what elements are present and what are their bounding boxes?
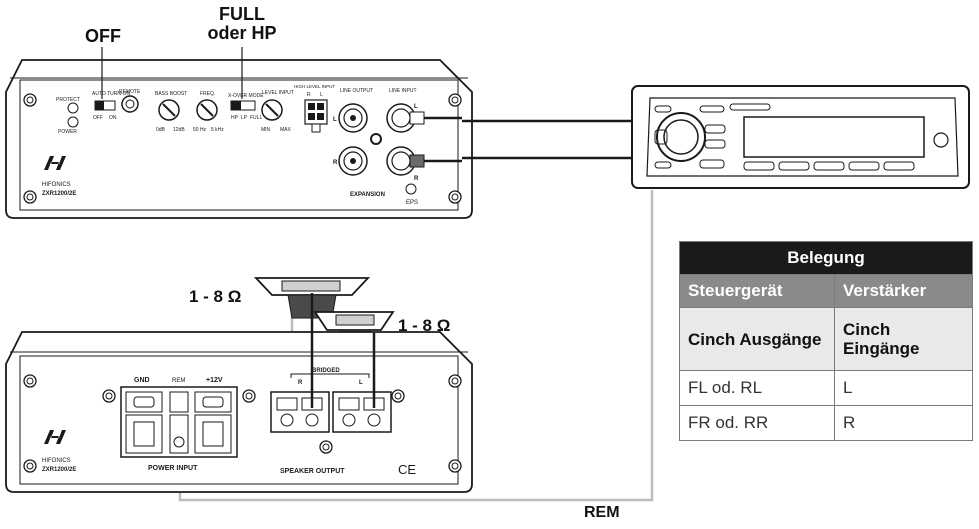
label-plus12v: +12V: [206, 377, 223, 384]
label-bass-max: 12dB: [173, 127, 185, 133]
label-speaker-output: SPEAKER OUTPUT: [280, 468, 345, 475]
label-line-output: LINE OUTPUT: [340, 88, 373, 94]
head-unit: [631, 85, 970, 189]
label-xover-mode: X-OVER MODE: [228, 93, 264, 99]
rca-cables: [409, 111, 632, 168]
label-switch-on: ON: [109, 115, 117, 121]
label-gnd: GND: [134, 377, 150, 384]
table-sub-right: Cinch Eingänge: [834, 307, 973, 371]
label-ch-l: L: [359, 380, 363, 386]
label-lo-r: R: [333, 160, 338, 166]
label-xover-lp: LP: [241, 115, 248, 121]
impedance-label-right: 1 - 8 Ω: [398, 316, 451, 335]
table-title-row: Belegung: [679, 241, 973, 275]
label-level-min: MIN: [261, 127, 271, 133]
table-cell: FL od. RL: [679, 370, 835, 406]
label-model-bottom: ZXR1200/2E: [42, 467, 76, 473]
table-sub-left: Cinch Ausgänge: [679, 307, 835, 371]
label-power: POWER: [58, 129, 77, 135]
table-title: Belegung: [679, 241, 973, 275]
label-expansion: EXPANSION: [350, 192, 385, 198]
callout-full-line2: oder HP: [207, 23, 277, 43]
label-line-input: LINE INPUT: [389, 88, 417, 94]
label-model: ZXR1200/2E: [42, 191, 76, 197]
label-hl-l: L: [320, 92, 323, 98]
impedance-label-left: 1 - 8 Ω: [189, 287, 242, 306]
amplifier-top: PROTECT POWER AUTO TURN-ON OFF ON REMOTE…: [5, 59, 473, 219]
label-high-level-input: HIGH LEVEL INPUT: [294, 84, 335, 89]
table-row: FL od. RL L: [679, 370, 973, 406]
label-eps: EPS: [406, 200, 418, 206]
label-protect: PROTECT: [56, 97, 80, 103]
label-hl-r: R: [307, 92, 311, 98]
label-bass-min: 0dB: [156, 127, 166, 133]
callout-off: OFF: [85, 26, 121, 46]
table-row: FR od. RR R: [679, 405, 973, 441]
callout-lines: [101, 47, 243, 99]
label-bass-boost: BASS BOOST: [155, 91, 187, 97]
belegung-table: Belegung Steuergerät Verstärker Cinch Au…: [679, 241, 973, 441]
table-cell: L: [834, 370, 973, 406]
label-brand-bottom: HIFONICS: [42, 458, 71, 464]
table-cell: R: [834, 405, 973, 441]
label-freq-min: 50 Hz: [193, 127, 207, 133]
label-rem: REM: [172, 378, 185, 384]
label-freq-max: 5 kHz: [211, 127, 224, 133]
label-bridged: BRIDGED: [312, 368, 340, 374]
table-subheader-row: Cinch Ausgänge Cinch Eingänge: [679, 307, 973, 371]
label-level-max: MAX: [280, 127, 292, 133]
label-li-l: L: [414, 104, 418, 110]
callout-full: FULL oder HP: [200, 5, 284, 43]
label-remote: REMOTE: [119, 89, 141, 95]
remote-wire-label: REM: [584, 504, 620, 521]
table-head-right: Verstärker: [834, 274, 973, 308]
label-ch-r: R: [298, 380, 303, 386]
amplifier-bottom: GND REM +12V POWER INPUT BRIDGED R L SPE…: [5, 331, 473, 493]
label-lo-l: L: [333, 117, 337, 123]
label-xover-hp: HP: [231, 115, 239, 121]
label-xover-full: FULL: [250, 115, 262, 121]
label-li-r: R: [414, 176, 419, 182]
label-switch-off: OFF: [93, 115, 103, 121]
callout-full-line1: FULL: [219, 4, 265, 24]
table-cell: FR od. RR: [679, 405, 835, 441]
label-auto-turn-on: AUTO TURN-ON: [92, 91, 131, 97]
table-header-row: Steuergerät Verstärker: [679, 274, 973, 308]
speaker-wires-black: [310, 293, 376, 408]
table-head-left: Steuergerät: [679, 274, 835, 308]
label-level-input: LEVEL INPUT: [262, 90, 294, 96]
label-ce: CE: [398, 462, 416, 477]
label-freq: FREQ.: [200, 91, 215, 97]
label-power-input: POWER INPUT: [148, 465, 198, 472]
label-brand: HIFONICS: [42, 182, 71, 188]
